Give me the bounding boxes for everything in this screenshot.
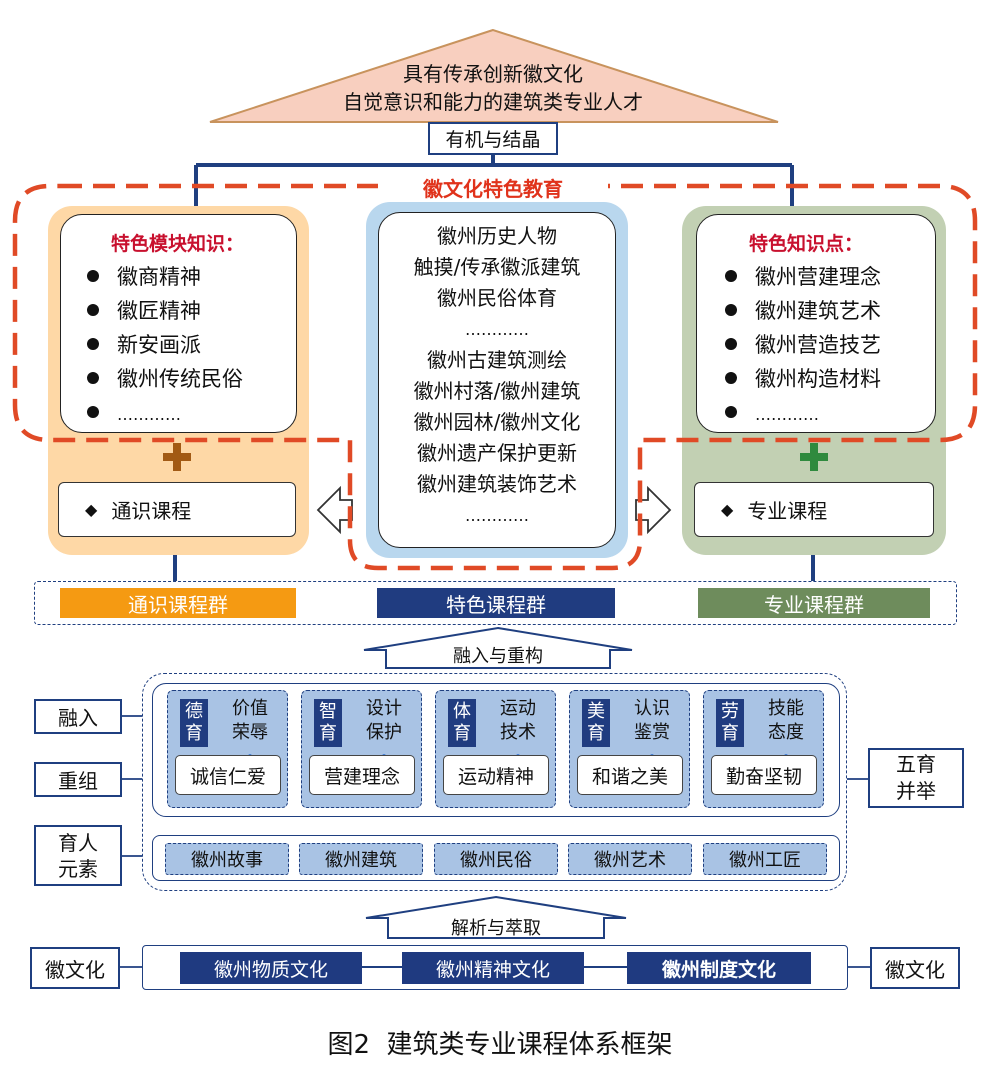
goal-line-1: 具有传承创新徽文化 [403, 62, 583, 86]
side-box-culture-left: 徽文化 [30, 947, 120, 989]
edu-badge: 劳育 [716, 699, 744, 747]
mid-line: 徽州古建筑测绘 [427, 348, 567, 372]
edu-value: 和谐之美 [577, 755, 683, 795]
organic-label: 有机与结晶 [445, 129, 541, 151]
edu-value: 运动精神 [443, 755, 549, 795]
arrow-up-tiny-icon [508, 747, 528, 762]
organic-box: 有机与结晶 [428, 122, 558, 155]
course-group-feature: 特色课程群 [377, 588, 615, 618]
feature-edu-title: 徽文化特色教育 [378, 173, 608, 201]
mid-line: 徽州历史人物 [437, 224, 557, 248]
diamond-icon: ◆ [721, 500, 734, 519]
list-item: 徽州营建理念 [725, 260, 935, 294]
culture-material: 徽州物质文化 [180, 952, 362, 984]
edu-words: 设计保护 [366, 698, 402, 743]
list-item: ………… [725, 396, 935, 432]
edu-words: 运动技术 [500, 698, 536, 743]
right-knowledge-title: 特色知识点： [749, 233, 864, 255]
edu-words: 认识鉴赏 [634, 698, 670, 743]
goal-text: 具有传承创新徽文化 自觉意识和能力的建筑类专业人才 [290, 56, 696, 120]
list-item: ………… [87, 396, 296, 432]
edu-category-physical: 体育 运动技术 运动精神 [435, 690, 556, 808]
culture-institutional: 徽州制度文化 [627, 952, 811, 984]
edu-words: 价值荣辱 [232, 698, 268, 743]
element-item: 徽州艺术 [568, 843, 692, 875]
side-box-yuren: 育人元素 [34, 825, 122, 886]
side-connectors [120, 715, 870, 968]
course-group-professional: 专业课程群 [698, 588, 930, 618]
element-item: 徽州民俗 [434, 843, 558, 875]
edu-words: 技能态度 [768, 698, 804, 743]
figure-caption: 图2 建筑类专业课程体系框架 [327, 1029, 673, 1060]
middle-course-box: 徽州历史人物 触摸/传承徽派建筑 徽州民俗体育 ………… 徽州古建筑测绘 徽州村… [378, 212, 616, 548]
analysis-label: 解析与萃取 [451, 918, 541, 939]
list-item: 徽州传统民俗 [87, 362, 296, 396]
arrow-up-tiny-icon [642, 747, 662, 762]
edu-badge: 德育 [180, 699, 208, 747]
arrow-up-tiny-icon [776, 747, 796, 762]
professional-course-label: 专业课程 [747, 499, 828, 523]
element-item: 徽州故事 [165, 843, 289, 875]
goal-line-2: 自觉意识和能力的建筑类专业人才 [343, 90, 643, 114]
edu-category-aesthetic: 美育 认识鉴赏 和谐之美 [569, 690, 690, 808]
arrow-up-tiny-icon [240, 747, 260, 762]
list-item: 徽州构造材料 [725, 362, 935, 396]
panel-group-connector [173, 552, 815, 585]
general-course-label: 通识课程 [111, 499, 192, 523]
mid-line: 徽州遗产保护更新 [417, 441, 577, 465]
list-item: 徽商精神 [87, 260, 296, 294]
side-box-chongzu: 重组 [34, 762, 122, 797]
arrow-up-analysis-icon [365, 895, 627, 939]
element-item: 徽州工匠 [703, 843, 827, 875]
plus-icon-left [163, 443, 191, 471]
edu-badge: 智育 [314, 699, 342, 747]
side-box-wuyu: 五育并举 [868, 748, 964, 808]
branch-connector [194, 155, 794, 212]
edu-category-moral: 德育 价值荣辱 诚信仁爱 [167, 690, 288, 808]
mid-line: 徽州园林/徽州文化 [413, 410, 581, 434]
edu-value: 勤奋坚韧 [711, 755, 817, 795]
edu-value: 诚信仁爱 [175, 755, 281, 795]
plus-icon-right [800, 443, 828, 471]
list-item: 新安画派 [87, 328, 296, 362]
edu-category-intellectual: 智育 设计保护 营建理念 [301, 690, 422, 808]
course-group-general: 通识课程群 [60, 588, 296, 618]
mid-line: 徽州民俗体育 [437, 286, 557, 310]
mid-line: ………… [465, 506, 529, 525]
general-course-box: ◆ 通识课程 [58, 482, 296, 537]
culture-spiritual: 徽州精神文化 [402, 952, 584, 984]
edu-category-labor: 劳育 技能态度 勤奋坚韧 [703, 690, 824, 808]
side-box-culture-right: 徽文化 [870, 947, 960, 989]
list-item: 徽匠精神 [87, 294, 296, 328]
arrow-up-tiny-icon [374, 747, 394, 762]
right-knowledge-box: 特色知识点： 徽州营建理念 徽州建筑艺术 徽州营造技艺 徽州构造材料 ………… [696, 214, 936, 433]
edu-badge: 美育 [582, 699, 610, 747]
edu-value: 营建理念 [309, 755, 415, 795]
diamond-icon: ◆ [85, 500, 98, 519]
professional-course-box: ◆ 专业课程 [694, 482, 934, 537]
mid-line: 徽州建筑装饰艺术 [417, 472, 577, 496]
arrow-right-icon [635, 485, 672, 535]
edu-badge: 体育 [448, 699, 476, 747]
left-knowledge-box: 特色模块知识： 徽商精神 徽匠精神 新安画派 徽州传统民俗 ………… [60, 214, 297, 433]
side-box-rongru: 融入 [34, 699, 122, 734]
integrate-label: 融入与重构 [453, 646, 543, 667]
element-item: 徽州建筑 [299, 843, 423, 875]
list-item: 徽州建筑艺术 [725, 294, 935, 328]
left-knowledge-title: 特色模块知识： [111, 233, 245, 255]
list-item: 徽州营造技艺 [725, 328, 935, 362]
mid-line: 触摸/传承徽派建筑 [413, 255, 581, 279]
arrow-up-integrate-icon [363, 626, 633, 669]
mid-line: ………… [465, 320, 529, 339]
mid-line: 徽州村落/徽州建筑 [413, 379, 581, 403]
